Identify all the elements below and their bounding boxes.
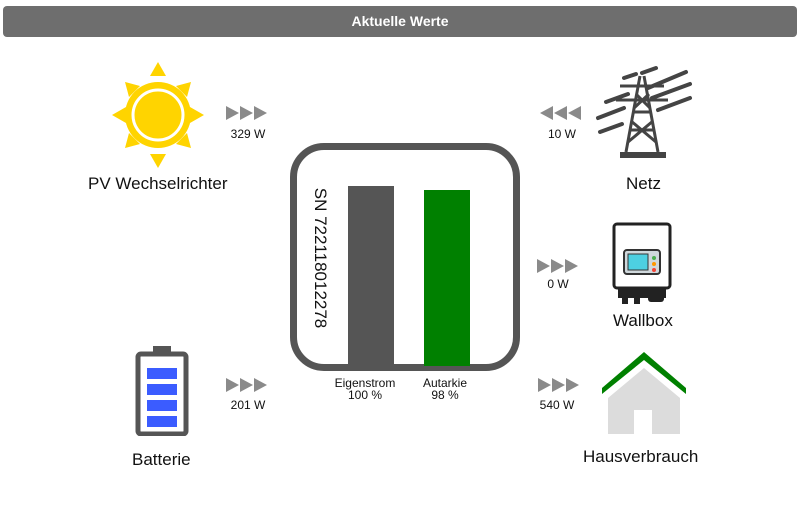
autarkie-label: Autarkie bbox=[422, 376, 468, 390]
pv-power: 329 W bbox=[230, 127, 266, 141]
flow-arrow-right-icon bbox=[226, 106, 267, 120]
flow-arrow-left-icon bbox=[540, 106, 581, 120]
sun-icon bbox=[112, 62, 204, 168]
autarkie-value: 98 % bbox=[431, 388, 459, 402]
inverter-serial: SN 722118012278 bbox=[311, 187, 330, 329]
wallbox-label: Wallbox bbox=[613, 311, 673, 330]
flow-arrow-right-icon bbox=[226, 378, 267, 392]
flow-arrow-right-icon bbox=[538, 378, 579, 392]
battery-label: Batterie bbox=[132, 450, 191, 469]
power-pylon-icon bbox=[596, 66, 692, 158]
eigenstrom-value: 100 % bbox=[347, 388, 383, 402]
eigenstrom-bar bbox=[348, 186, 394, 366]
battery-icon bbox=[135, 346, 189, 436]
autarkie-bar bbox=[424, 190, 470, 366]
pv-label: PV Wechselrichter bbox=[88, 174, 228, 193]
inverter-frame bbox=[290, 143, 520, 371]
wallbox-icon bbox=[612, 222, 672, 304]
wallbox-power: 0 W bbox=[547, 277, 569, 291]
grid-label: Netz bbox=[626, 174, 661, 193]
section-header: Aktuelle Werte bbox=[3, 6, 797, 37]
battery-power: 201 W bbox=[230, 398, 266, 412]
house-power: 540 W bbox=[539, 398, 575, 412]
flow-arrow-right-icon bbox=[537, 259, 578, 273]
header-title: Aktuelle Werte bbox=[351, 13, 449, 29]
grid-power: 10 W bbox=[547, 127, 576, 141]
house-icon bbox=[602, 352, 686, 434]
house-label: Hausverbrauch bbox=[583, 447, 699, 466]
eigenstrom-label: Eigenstrom bbox=[334, 376, 396, 390]
